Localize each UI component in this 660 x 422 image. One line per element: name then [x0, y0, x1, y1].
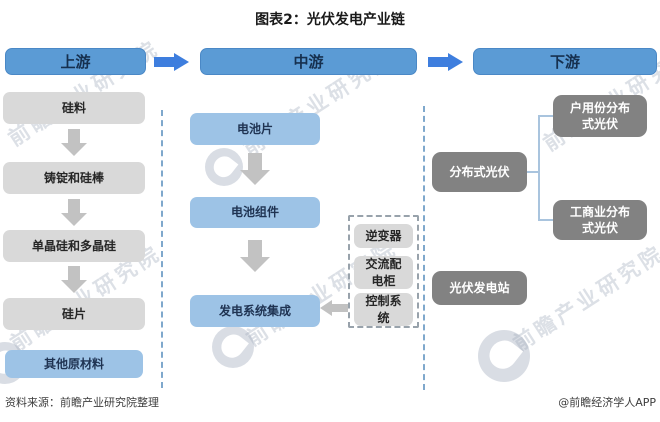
bracket-line	[538, 115, 553, 117]
arrow-left-icon	[320, 300, 348, 316]
bracket-line	[538, 219, 553, 221]
column-divider	[423, 106, 425, 390]
credit-note: @前瞻经济学人APP	[558, 396, 656, 409]
qianzhan-logo-icon	[212, 326, 254, 368]
arrow-down-icon	[240, 240, 270, 272]
node-distributed-pv: 分布式光伏	[432, 152, 527, 192]
node-inverter: 逆变器	[354, 224, 413, 248]
node-battery-module: 电池组件	[190, 197, 320, 228]
arrow-right-icon	[428, 53, 463, 71]
source-note: 资料来源：前瞻产业研究院整理	[5, 396, 159, 409]
node-ac-distribution-cabinet: 交流配 电柜	[354, 256, 413, 289]
page-title: 图表2：光伏发电产业链	[255, 12, 405, 28]
watermark-text: 前瞻产业研究院	[509, 240, 660, 356]
header-upstream: 上游	[5, 48, 146, 75]
node-silicon-wafer: 硅片	[3, 298, 145, 330]
node-mono-poly-silicon: 单晶硅和多晶硅	[3, 230, 145, 262]
qianzhan-logo-icon	[478, 330, 530, 382]
node-pv-power-station: 光伏发电站	[432, 271, 527, 305]
components-group: 逆变器 交流配 电柜 控制系 统	[348, 215, 419, 328]
header-downstream: 下游	[473, 48, 657, 75]
arrow-down-icon	[61, 129, 87, 156]
node-silicon-material: 硅料	[3, 92, 145, 124]
node-commercial-distributed-pv: 工商业分布 式光伏	[553, 200, 647, 240]
arrow-down-icon	[61, 199, 87, 226]
header-midstream: 中游	[200, 48, 417, 75]
node-other-raw-materials: 其他原材料	[5, 350, 143, 378]
bracket-line	[527, 171, 539, 173]
qianzhan-logo-icon	[205, 148, 243, 186]
node-battery-cell: 电池片	[190, 113, 320, 145]
arrow-down-icon	[240, 153, 270, 185]
node-ingot-rod: 铸锭和硅棒	[3, 162, 145, 194]
node-household-distributed-pv: 户用份分布 式光伏	[553, 95, 647, 137]
node-control-system: 控制系 统	[354, 293, 413, 326]
node-power-system-integration: 发电系统集成	[190, 295, 320, 327]
arrow-right-icon	[154, 53, 189, 71]
column-divider	[161, 110, 163, 388]
arrow-down-icon	[61, 266, 87, 293]
bracket-line	[538, 115, 540, 221]
